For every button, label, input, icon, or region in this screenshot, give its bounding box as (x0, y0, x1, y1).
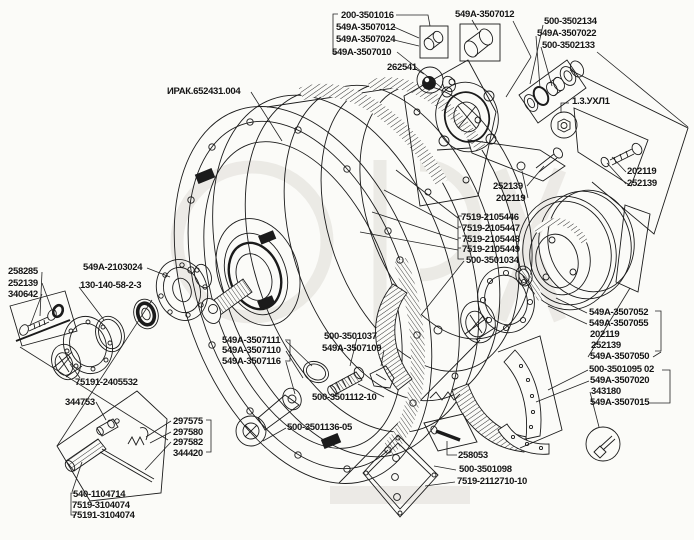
part-label: 549A-3507020 (590, 375, 650, 386)
part-label: 340642 (8, 289, 38, 300)
part-label: 200-3501016 (341, 10, 394, 21)
part-label: 549A-3507055 (589, 318, 649, 329)
part-label: 130-140-58-2-3 (80, 280, 142, 291)
part-label: 7519-2105449 (462, 244, 520, 255)
part-label: 549A-3507010 (332, 47, 392, 58)
circled-bolt (585, 426, 621, 462)
part-label: 549A-3507052 (589, 307, 649, 318)
part-label: 549A-3507111 (222, 335, 281, 346)
key-blocks (194, 167, 342, 450)
part-label: 500-3501098 (459, 464, 512, 475)
part-label: 500-3502133 (542, 40, 595, 51)
bottom-left-kit (56, 390, 168, 502)
top-flange-assembly (435, 75, 499, 153)
adjuster-lever-group (235, 360, 395, 447)
part-label: 549A-3507050 (590, 351, 650, 362)
part-label: 344753 (65, 397, 95, 408)
leader-lines (19, 13, 689, 516)
part-label: 500-3501095 02 (589, 364, 655, 375)
assembly-code-label: ИРАК.652431.004 (167, 86, 241, 97)
part-label: 297582 (173, 437, 203, 448)
part-label: 252139 (627, 178, 657, 189)
part-label: 500-3501112-10 (312, 392, 377, 403)
part-label: 549A-3507015 (590, 397, 650, 408)
stud-plate (423, 413, 478, 452)
part-label: 75191-2405532 (75, 377, 138, 388)
part-label: 202119 (627, 166, 657, 177)
bracket-plates (436, 69, 689, 293)
part-label: 252139 (591, 340, 621, 351)
part-label: 262541 (387, 62, 417, 73)
part-label: 549A-3507022 (537, 28, 597, 39)
part-label: 202119 (496, 193, 526, 204)
part-label: 343180 (591, 386, 621, 397)
part-label: 7519-2105446 (461, 212, 519, 223)
right-hub (460, 265, 535, 344)
part-label: 500-3502134 (544, 16, 597, 27)
part-label: 549A-2103024 (83, 262, 143, 273)
climate-marking-label: 1.3.УХЛ1 (572, 96, 610, 107)
part-label: 7519-3104074 (72, 500, 130, 511)
part-label: 7519-2105447 (462, 223, 520, 234)
brake-shoes (375, 283, 563, 455)
part-label: 297580 (173, 427, 203, 438)
boxed-bushings (419, 23, 501, 62)
part-label: 549A-3507109 (322, 343, 382, 354)
part-label: 549A-3507024 (336, 34, 396, 45)
part-label: 549A-3507012 (455, 9, 515, 20)
part-label: 344420 (173, 448, 203, 459)
part-label: 500-3501034 (466, 255, 519, 266)
brake-drum (517, 189, 635, 311)
part-label: 500-3501136-05 (287, 422, 353, 433)
part-label: 252139 (493, 181, 523, 192)
part-label: 500-3501037 (324, 331, 377, 342)
part-label: 7519-2112710-10 (457, 476, 527, 487)
part-label: 540-1104714 (73, 489, 126, 500)
seal-kit (518, 59, 587, 124)
part-label: 297575 (173, 416, 203, 427)
main-housing-drum (173, 59, 533, 484)
part-label: 252139 (8, 278, 38, 289)
part-label: 75191-3104074 (72, 510, 135, 521)
climate-nut (550, 111, 578, 139)
part-label: 549A-3507012 (336, 22, 396, 33)
part-label: 202119 (590, 329, 620, 340)
part-label: 7519-2105448 (462, 234, 520, 245)
part-label: 258053 (458, 450, 488, 461)
part-label: 258285 (8, 266, 38, 277)
part-label: 549A-3507116 (222, 356, 281, 367)
gasket-plate (362, 434, 439, 518)
rim-bolt-holes (187, 118, 421, 473)
part-label: 549A-3507110 (222, 345, 281, 356)
watermark (170, 158, 567, 504)
